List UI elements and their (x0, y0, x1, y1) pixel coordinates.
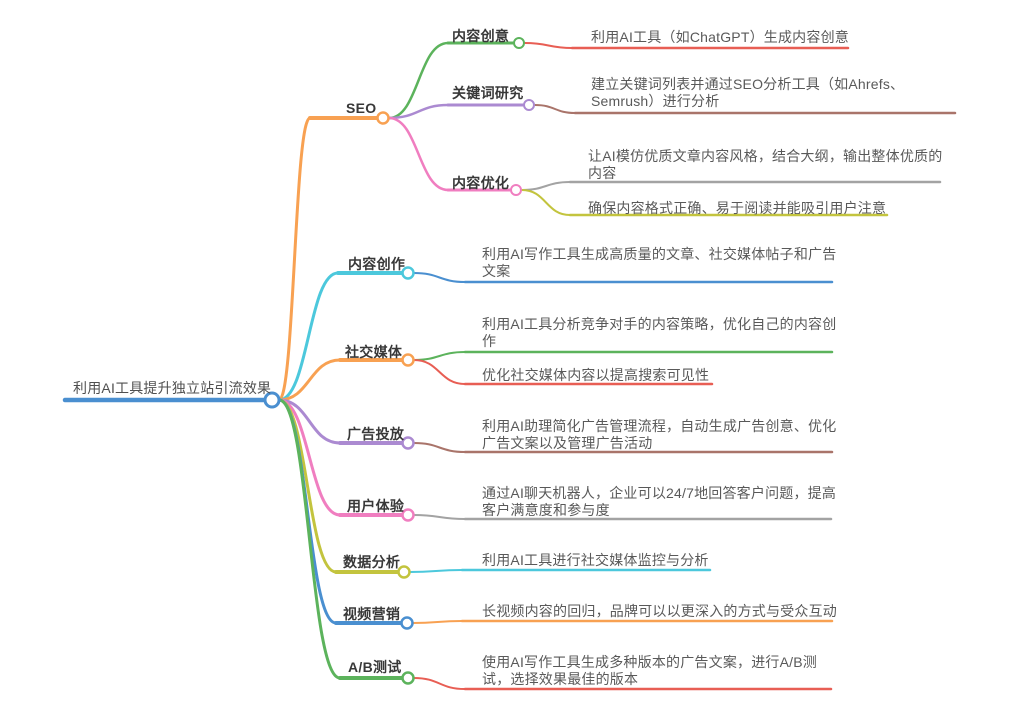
video-marketing-desc-link (412, 620, 463, 624)
seo-content-idea-desc-link (524, 42, 573, 49)
branch-video-marketing-node-circle[interactable] (400, 616, 414, 630)
seo-content-optimization-desc-2-link (521, 189, 571, 216)
branch-ad-placement-node-circle[interactable] (401, 436, 415, 450)
seo-content-idea-node-circle[interactable] (513, 37, 525, 49)
seo-keyword-research-link (387, 103, 450, 120)
seo-content-optimization-link (387, 116, 450, 192)
branch-content-creation-node-circle[interactable] (401, 266, 415, 280)
ad-placement-desc-link (413, 442, 466, 453)
root-topic-node-circle[interactable] (263, 391, 281, 409)
branch-seo-node-circle[interactable] (376, 111, 390, 125)
seo-keyword-research-node-circle[interactable] (523, 99, 535, 111)
ab-testing-desc-link (413, 677, 466, 690)
user-experience-desc-link (413, 514, 466, 520)
seo-content-idea-link (387, 41, 450, 120)
branch-ad-placement-link (277, 398, 342, 445)
social-media-desc-1-link (413, 351, 466, 361)
branch-social-media-node-circle[interactable] (401, 353, 415, 367)
data-analysis-desc-link (409, 569, 463, 573)
branch-user-experience-node-circle[interactable] (401, 508, 415, 522)
branch-seo-link (277, 116, 312, 402)
content-creation-desc-link (413, 272, 466, 283)
seo-keyword-research-desc-link (534, 104, 576, 114)
branch-content-creation-link (277, 271, 340, 402)
branch-user-experience-link (277, 398, 342, 517)
seo-content-optimization-node-circle[interactable] (510, 184, 522, 196)
social-media-desc-2-link (413, 359, 466, 385)
branch-social-media-link (277, 358, 342, 402)
branch-data-analysis-link (277, 398, 338, 574)
seo-content-optimization-desc-1-link (521, 181, 571, 191)
branch-data-analysis-node-circle[interactable] (397, 565, 411, 579)
branch-ab-testing-link (277, 398, 342, 680)
branch-ab-testing-node-circle[interactable] (401, 671, 415, 685)
